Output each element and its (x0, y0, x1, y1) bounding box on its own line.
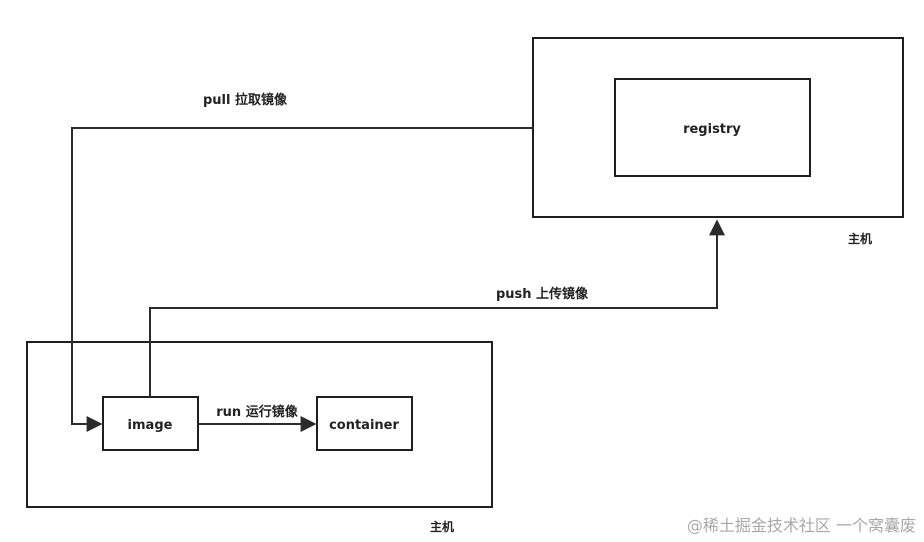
local-host-label: 主机 (430, 519, 454, 534)
container-label: container (329, 418, 399, 433)
push-edge-label: push 上传镜像 (496, 286, 589, 302)
run-edge-label: run 运行镜像 (216, 404, 298, 420)
registry-label: registry (683, 122, 741, 137)
pull-edge (71, 127, 533, 432)
push-edge (149, 219, 725, 397)
pull-edge-label: pull 拉取镜像 (203, 92, 288, 108)
remote-host-label: 主机 (848, 231, 872, 246)
container-node (316, 396, 413, 451)
registry-node (614, 78, 811, 177)
image-label: image (128, 418, 173, 433)
watermark: @稀土掘金技术社区 一个窝囊废 (686, 516, 916, 535)
